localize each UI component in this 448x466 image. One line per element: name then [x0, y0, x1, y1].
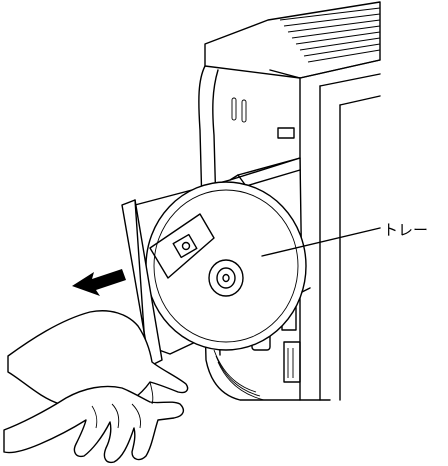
- computer-chassis: [198, 1, 381, 401]
- callout-leader-line: [261, 227, 381, 257]
- cd-tray: [121, 157, 311, 367]
- tray-label: トレー: [383, 221, 429, 239]
- left-arrow-icon: [72, 269, 126, 296]
- hand-illustration: [3, 310, 189, 464]
